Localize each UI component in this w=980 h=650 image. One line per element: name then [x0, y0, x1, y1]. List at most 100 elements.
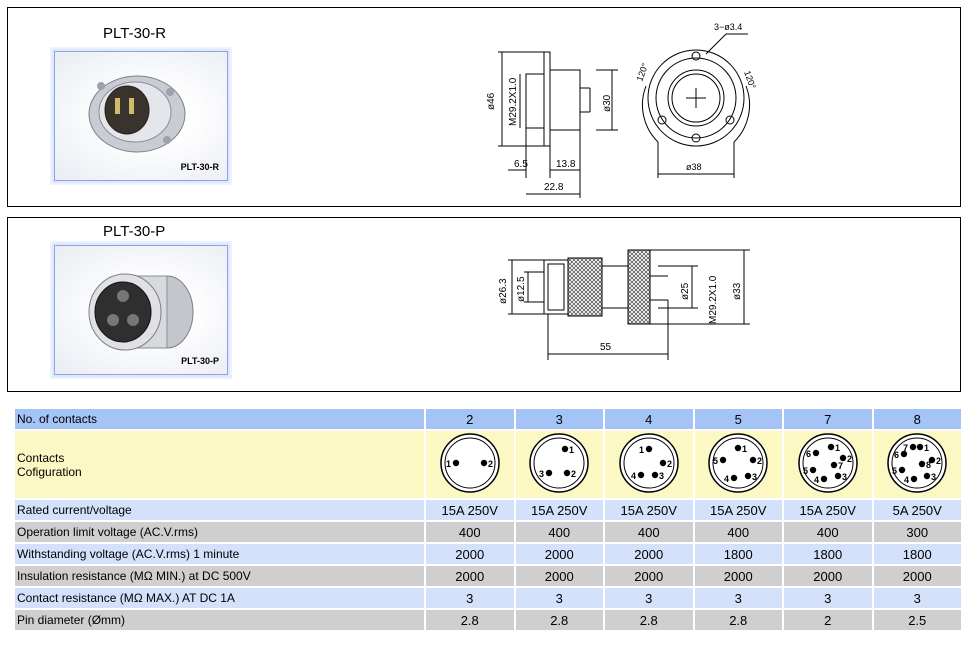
contact-pin — [659, 459, 666, 467]
dim-length-55: 55 — [600, 342, 612, 353]
row-label: Pin diameter (Ømm) — [15, 610, 424, 630]
row-label: Contacts Cofiguration — [15, 431, 424, 498]
spec-row: Operation limit voltage (AC.V.rms) 400 4… — [15, 522, 961, 542]
spec-value: 15A 250V — [515, 500, 603, 520]
insert-outline — [798, 433, 858, 493]
contact-pin — [910, 443, 917, 451]
insert-inner-ring — [802, 437, 854, 489]
spec-value: 2 — [784, 610, 872, 630]
pin-number: 5 — [803, 466, 808, 476]
spec-value: 2.8 — [515, 610, 603, 630]
insert-inner-ring — [444, 437, 496, 489]
contact-pin — [562, 445, 569, 453]
spec-value: 15A 250V — [694, 500, 782, 520]
pin-number: 2 — [488, 459, 493, 469]
pin-number: 4 — [724, 474, 729, 484]
contacts-column-header: 4 — [605, 409, 693, 429]
contact-pin — [651, 471, 658, 479]
dim-d46: ø46 — [486, 92, 497, 110]
contacts-column-header: 3 — [515, 409, 603, 429]
pin-number: 3 — [659, 471, 664, 481]
config-label-line-2: Cofiguration — [17, 464, 82, 479]
insert-outline — [529, 433, 589, 493]
pin-number: 1 — [924, 443, 929, 453]
pin-number: 8 — [926, 460, 931, 470]
specification-table: No. of contacts 2 3 4 5 7 8 Contacts Cof… — [13, 407, 963, 632]
spec-value: 2000 — [694, 566, 782, 586]
contact-pin — [546, 469, 553, 477]
dim-thread: M29.2X1.0 — [708, 275, 719, 324]
pin-number: 7 — [838, 461, 843, 471]
pin-layout-3: 123 — [529, 433, 589, 493]
pin-number: 2 — [847, 454, 852, 464]
contact-pin — [834, 472, 841, 480]
contact-pin — [924, 472, 931, 480]
product-photo: PLT-30-R — [54, 51, 228, 181]
contact-pin — [480, 459, 487, 467]
pin-number: 4 — [814, 475, 819, 485]
spec-value: 2000 — [515, 566, 603, 586]
contact-pin — [564, 469, 571, 477]
contact-pin — [839, 454, 846, 462]
spec-value: 2.5 — [873, 610, 961, 630]
contact-pin — [637, 471, 644, 479]
spec-value: 1800 — [784, 544, 872, 564]
spec-value: 2.8 — [426, 610, 514, 630]
spec-value: 3 — [873, 588, 961, 608]
pin-number: 3 — [931, 472, 936, 482]
pin-number: 4 — [631, 471, 636, 481]
header-label: No. of contacts — [15, 409, 424, 429]
insert-outline — [619, 433, 679, 493]
spec-value: 2000 — [515, 544, 603, 564]
pin-number: 6 — [894, 450, 899, 460]
contact-pin — [917, 443, 924, 451]
dim-d25: ø25 — [680, 282, 691, 300]
spec-value: 2000 — [784, 566, 872, 586]
spec-value: 1800 — [694, 544, 782, 564]
spec-value: 2000 — [605, 566, 693, 586]
pin-number: 2 — [571, 469, 576, 479]
pin-number: 5 — [713, 456, 718, 466]
dim-angle-2: 120° — [742, 69, 758, 90]
photo-caption: PLT-30-R — [180, 162, 219, 172]
insert-outline — [887, 433, 947, 493]
spec-row: Withstanding voltage (AC.V.rms) 1 minute… — [15, 544, 961, 564]
contact-pin — [812, 449, 819, 457]
row-label: Operation limit voltage (AC.V.rms) — [15, 522, 424, 542]
side-view-drawing-p: ø26.3 ø12.5 ø25 M29.2X1.0 ø33 55 — [498, 249, 750, 360]
product-photo: PLT-30-P — [54, 245, 228, 375]
product-title: PLT-30-R — [103, 25, 167, 42]
spec-value: 400 — [694, 522, 782, 542]
spec-value: 2000 — [605, 544, 693, 564]
dim-angle-1: 120° — [634, 61, 650, 82]
config-label-line-1: Contacts — [17, 450, 65, 465]
spec-value: 5A 250V — [873, 500, 961, 520]
spec-value: 2000 — [426, 544, 514, 564]
dim-d38: ø38 — [686, 162, 702, 172]
spec-value: 300 — [873, 522, 961, 542]
spec-value: 15A 250V — [426, 500, 514, 520]
pin-number: 1 — [742, 444, 747, 454]
contact-pin — [731, 474, 738, 482]
contact-pin — [820, 475, 827, 483]
spec-row: Pin diameter (Ømm) 2.8 2.8 2.8 2.8 2 2.5 — [15, 610, 961, 630]
spec-value: 3 — [426, 588, 514, 608]
contact-pin — [929, 456, 936, 464]
side-view-drawing-r: ø46 M29.2X1.0 ø30 6.5 13.8 22.8 — [486, 51, 618, 198]
product-panel-plt-30-p: PLT-30-P PLT-30-P — [7, 217, 961, 392]
front-view-drawing-r: 3−ø3.4 120° 120° ø38 — [634, 22, 758, 178]
product-title: PLT-30-P — [103, 223, 166, 240]
pin-number: 6 — [806, 449, 811, 459]
contact-pin — [827, 443, 834, 451]
spec-value: 400 — [515, 522, 603, 542]
dim-thread: M29.2X1.0 — [508, 77, 519, 126]
insert-outline — [708, 433, 768, 493]
spec-value: 15A 250V — [784, 500, 872, 520]
dim-13-8: 13.8 — [556, 159, 576, 170]
dim-d12-5: ø12.5 — [516, 276, 527, 302]
insert-inner-ring — [623, 437, 675, 489]
